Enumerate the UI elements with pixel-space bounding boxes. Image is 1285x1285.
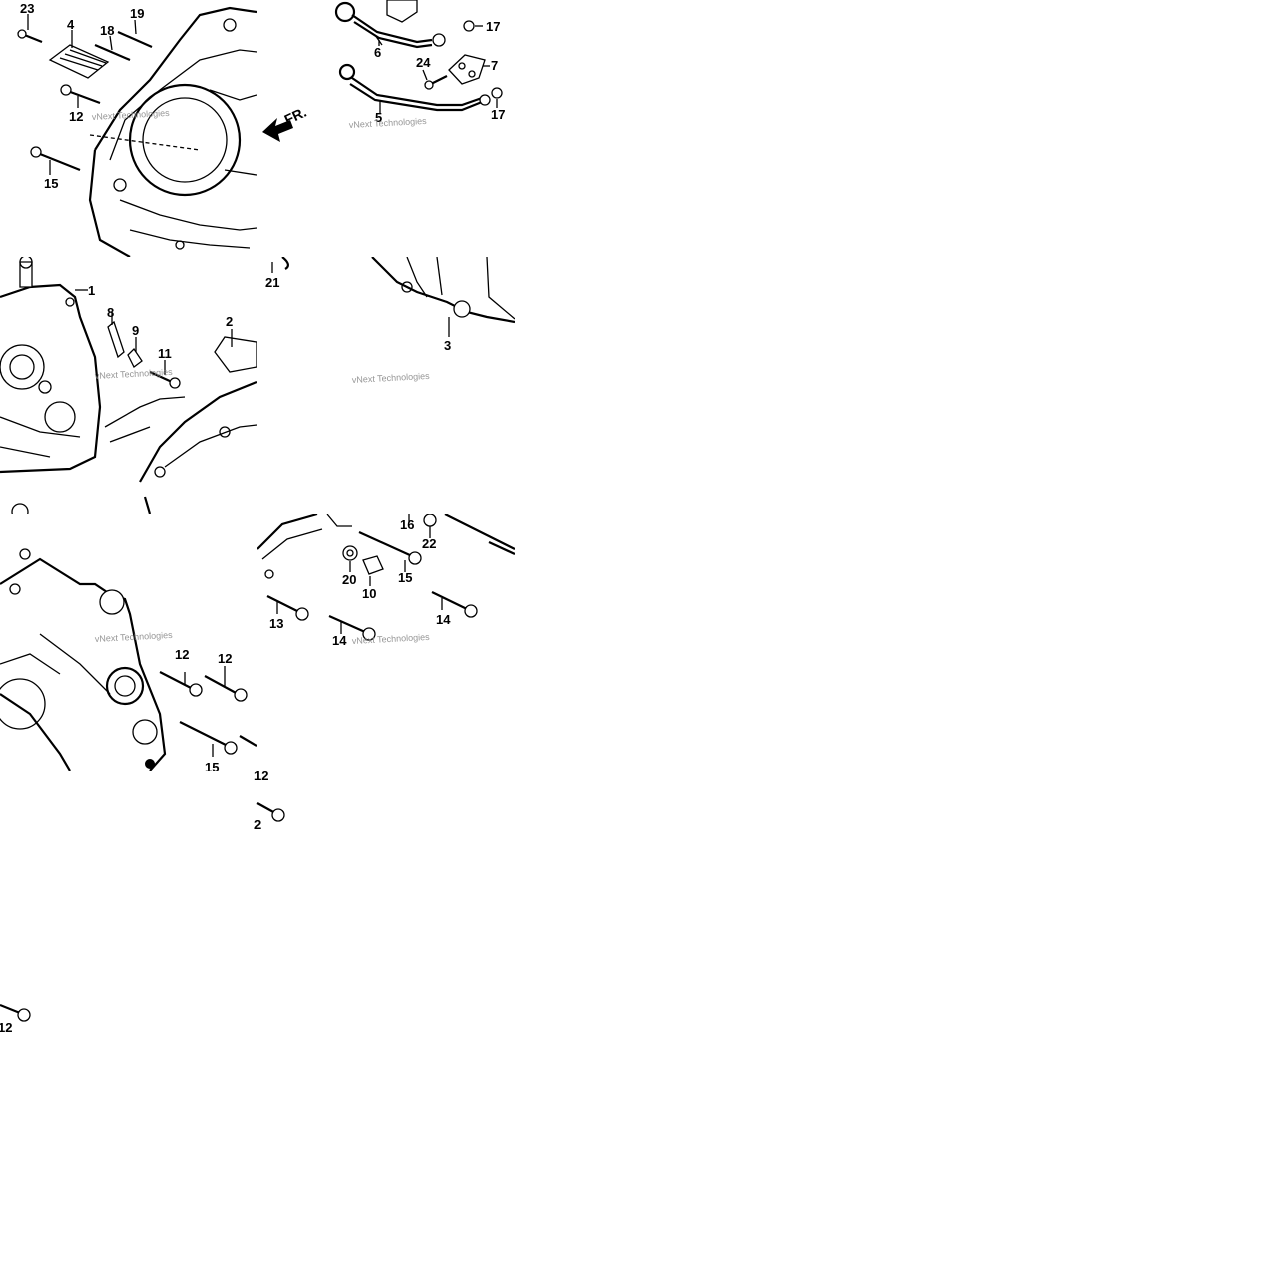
callout-22: 22 xyxy=(422,536,436,551)
callout-16: 16 xyxy=(400,517,414,532)
callout-15: 15 xyxy=(44,176,58,191)
diagram-tile-dowel-boss: 21 3 vNext Technologies xyxy=(257,257,515,514)
callout-13: 13 xyxy=(269,616,283,631)
watermark: vNext Technologies xyxy=(352,371,431,385)
callout-17: 17 xyxy=(486,19,500,34)
callout-15: 15 xyxy=(205,760,219,771)
watermark: vNext Technologies xyxy=(95,367,174,381)
crankcase-left-drawing: 23 4 18 19 12 15 vNext Technologies xyxy=(17,1,257,257)
fragment-bolt-b-drawing: 12 xyxy=(0,1003,31,1033)
callout-5: 5 xyxy=(375,110,382,125)
callout-15: 15 xyxy=(398,570,412,585)
fragment-bolt-a-drawing: 12 2 xyxy=(254,768,285,832)
callout-12-fragment: 12 xyxy=(254,768,268,783)
callout-11: 11 xyxy=(158,346,172,361)
callout-4: 4 xyxy=(67,17,75,32)
watermark: vNext Technologies xyxy=(352,632,431,646)
diagram-tile-crankcase-bolts: 12 12 15 vNext Technologies xyxy=(0,514,257,771)
watermark: vNext Technologies xyxy=(95,630,174,644)
fasteners-drawing: 16 22 20 15 10 13 14 14 vNext Technologi… xyxy=(257,514,515,648)
callout-14: 14 xyxy=(332,633,347,648)
callout-12: 12 xyxy=(175,647,189,662)
callout-23: 23 xyxy=(20,1,34,16)
callout-2: 2 xyxy=(226,314,233,329)
dowel-boss-drawing: 21 3 vNext Technologies xyxy=(265,257,515,385)
callout-1: 1 xyxy=(88,283,95,298)
callout-3: 3 xyxy=(444,338,451,353)
callout-21: 21 xyxy=(265,275,279,290)
callout-18: 18 xyxy=(100,23,114,38)
callout-12: 12 xyxy=(69,109,83,124)
callout-12b: 12 xyxy=(218,651,232,666)
crankcase-bolts-drawing: 12 12 15 vNext Technologies xyxy=(0,548,257,771)
callout-17b: 17 xyxy=(491,107,505,122)
diagram-tile-crankcase-left: 23 4 18 19 12 15 vNext Technologies xyxy=(0,0,257,257)
callout-6: 6 xyxy=(374,45,381,60)
diagram-fragment-bolt-a: 12 2 xyxy=(247,758,297,833)
callout-8: 8 xyxy=(107,305,114,320)
callout-24: 24 xyxy=(416,55,431,70)
diagram-tile-crankcase-gasket: 1 8 9 11 2 vNext Technologies xyxy=(0,257,257,514)
diagram-fragment-bolt-b: 12 xyxy=(0,993,45,1033)
diagram-tile-oil-pipes: FR. 6 17 24 7 5 17 vNext Technologies xyxy=(257,0,515,257)
callout-19: 19 xyxy=(130,6,144,21)
watermark: vNext Technologies xyxy=(349,116,428,130)
callout-7: 7 xyxy=(491,58,498,73)
callout-9: 9 xyxy=(132,323,139,338)
callout-2-fragment: 2 xyxy=(254,817,261,832)
oil-pipes-drawing: FR. 6 17 24 7 5 17 vNext Technologies xyxy=(262,0,505,142)
crankcase-gasket-drawing: 1 8 9 11 2 vNext Technologies xyxy=(0,257,257,514)
watermark: vNext Technologies xyxy=(92,108,171,122)
diagram-tile-fasteners: 16 22 20 15 10 13 14 14 vNext Technologi… xyxy=(257,514,515,771)
callout-14b: 14 xyxy=(436,612,451,627)
callout-12-fragment-b: 12 xyxy=(0,1020,12,1033)
callout-10: 10 xyxy=(362,586,376,601)
front-direction-label: FR. xyxy=(282,104,309,128)
callout-20: 20 xyxy=(342,572,356,587)
